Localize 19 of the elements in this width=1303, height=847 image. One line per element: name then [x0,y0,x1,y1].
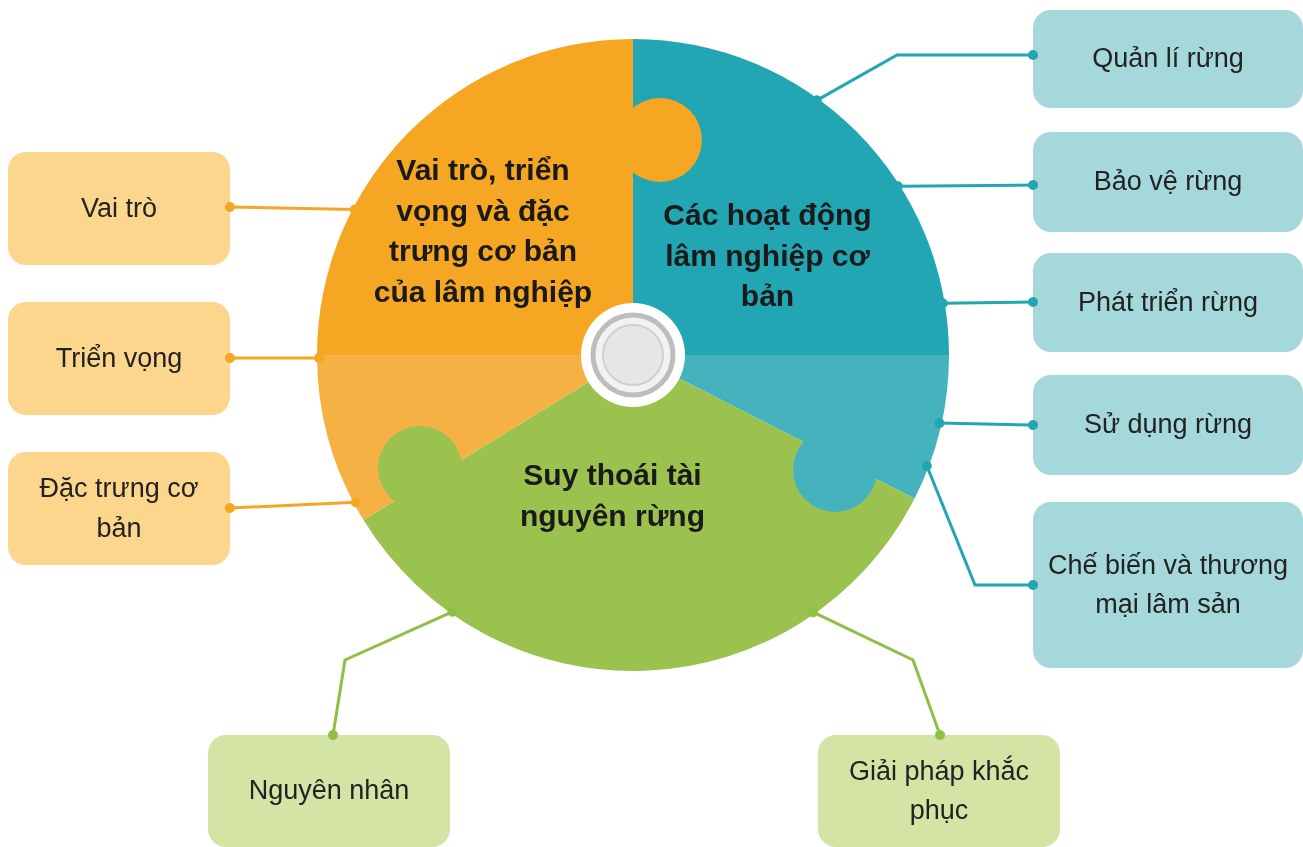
topic-box: Chế biến và thương mại lâm sản [1033,502,1303,668]
topic-box: Sử dụng rừng [1033,375,1303,475]
segment-title: Suy thoái tài nguyên rừng [518,457,707,534]
connector-line [328,606,458,740]
segment-title: Các hoạt động lâm nghiệp cơ bản [662,197,873,314]
topic-box: Nguyên nhân [208,735,450,847]
connector-line [921,460,1038,590]
topic-box: Phát triển rừng [1033,253,1303,352]
connector-line [934,418,1038,430]
segment-title: Vai trò, triển vọng và đặc trưng cơ bản của lâm nghiệp [372,152,594,310]
topic-box: Giải pháp khắc phục [818,735,1060,847]
connector-line [225,352,324,363]
topic-box: Bảo vệ rừng [1033,132,1303,232]
topic-box: Triển vọng [8,302,230,415]
connector-line [225,497,361,513]
topic-box: Vai trò [8,152,230,265]
topic-box: Đặc trưng cơ bản [8,452,230,565]
topic-box: Quản lí rừng [1033,10,1303,108]
connector-line [808,607,945,740]
